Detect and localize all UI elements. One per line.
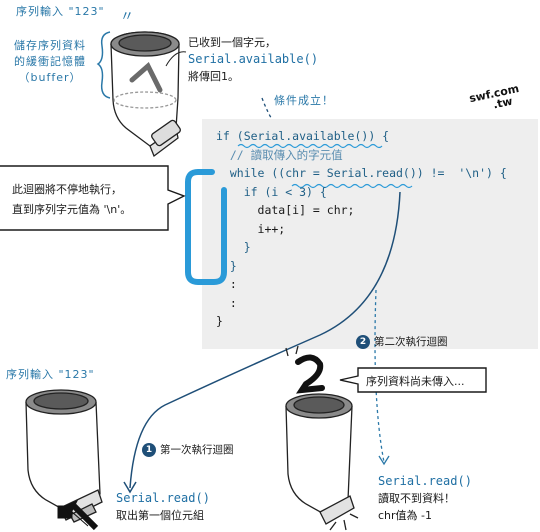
code-line: if (i < 3) { bbox=[216, 184, 327, 199]
second-loop-label: 2 第二次執行迴圈 bbox=[356, 334, 448, 349]
buffer-label-line: 的緩衝記憶體 bbox=[14, 55, 86, 68]
code-line: } bbox=[216, 314, 223, 328]
bottom-right-pipe-illustration bbox=[285, 393, 355, 525]
question-two-mark bbox=[295, 354, 325, 394]
loop-note-line2: 直到序列字元值為 '\n'。 bbox=[12, 203, 132, 216]
bottom-right-read-note: Serial.read() 讀取不到資料！ chr值為 -1 bbox=[378, 473, 472, 524]
code-line: data[i] = chr; bbox=[216, 203, 355, 217]
code-line: } bbox=[216, 240, 251, 254]
bottom-left-read-desc: 取出第一個位元組 bbox=[116, 509, 204, 522]
buffer-label: 儲存序列資料 的緩衝記憶體 （buffer） bbox=[2, 38, 98, 86]
code-line: i++; bbox=[216, 221, 286, 236]
second-loop-text: 第二次執行迴圈 bbox=[374, 336, 448, 348]
first-loop-label: 1 第一次執行迴圈 bbox=[142, 442, 234, 457]
available-underline bbox=[237, 143, 383, 149]
code-comment-line: // 讀取傳入的字元值 bbox=[216, 147, 343, 162]
received-line3: 將傳回1。 bbox=[188, 70, 239, 83]
first-loop-curve bbox=[129, 191, 401, 489]
bottom-left-read-code: Serial.read() bbox=[116, 491, 210, 505]
buffer-label-line: 儲存序列資料 bbox=[14, 39, 86, 52]
code-line: : bbox=[216, 295, 237, 310]
bottom-right-read-code: Serial.read() bbox=[378, 474, 472, 488]
no-data-bubble bbox=[339, 367, 487, 393]
loop-note-line1: 此迴圈將不停地執行， bbox=[12, 183, 122, 196]
code-line: while ((chr = Serial.read()) != '\n') { bbox=[216, 166, 507, 180]
code-line: if (Serial.available()) { bbox=[216, 129, 390, 143]
buffer-bracket bbox=[96, 31, 111, 99]
bottom-left-pipe-illustration bbox=[25, 389, 103, 523]
top-input-quote-marks: 〃 bbox=[120, 9, 135, 25]
puff-marks bbox=[285, 345, 359, 531]
no-data-bubble-text: 序列資料尚未傳入... bbox=[366, 375, 465, 388]
bottom-right-chr-value: chr值為 -1 bbox=[378, 509, 433, 522]
code-block: if (Serial.available()) { // 讀取傳入的字元值 wh… bbox=[216, 127, 507, 331]
loop-frame bbox=[185, 169, 227, 285]
top-pointer-line bbox=[165, 51, 187, 67]
code-line: } bbox=[216, 258, 237, 273]
code-line: : bbox=[216, 277, 237, 291]
second-loop-badge: 2 bbox=[356, 334, 370, 349]
bottom-left-read-note: Serial.read() 取出第一個位元組 bbox=[116, 490, 210, 524]
loop-note-bubble bbox=[0, 165, 186, 231]
loop-note-text: 此迴圈將不停地執行， 直到序列字元值為 '\n'。 bbox=[12, 180, 131, 220]
read-underline bbox=[291, 183, 413, 189]
top-pipe-illustration bbox=[110, 31, 181, 158]
condition-dashed-arrow bbox=[261, 97, 277, 127]
top-input-label: 序列輸入 "123" bbox=[16, 5, 105, 18]
first-loop-text: 第一次執行迴圈 bbox=[160, 444, 234, 456]
received-code: Serial.available() bbox=[188, 52, 319, 66]
buffer-label-line: （buffer） bbox=[18, 71, 82, 84]
bottom-right-no-data: 讀取不到資料！ bbox=[378, 492, 455, 505]
code-panel bbox=[202, 119, 538, 349]
first-loop-badge: 1 bbox=[142, 442, 156, 457]
bottom-input-label: 序列輸入 "123" bbox=[6, 368, 95, 381]
condition-true-label: 條件成立！ bbox=[274, 94, 334, 107]
received-line1: 已收到一個字元， bbox=[188, 36, 276, 49]
received-note: 已收到一個字元， Serial.available() 將傳回1。 bbox=[188, 34, 318, 85]
